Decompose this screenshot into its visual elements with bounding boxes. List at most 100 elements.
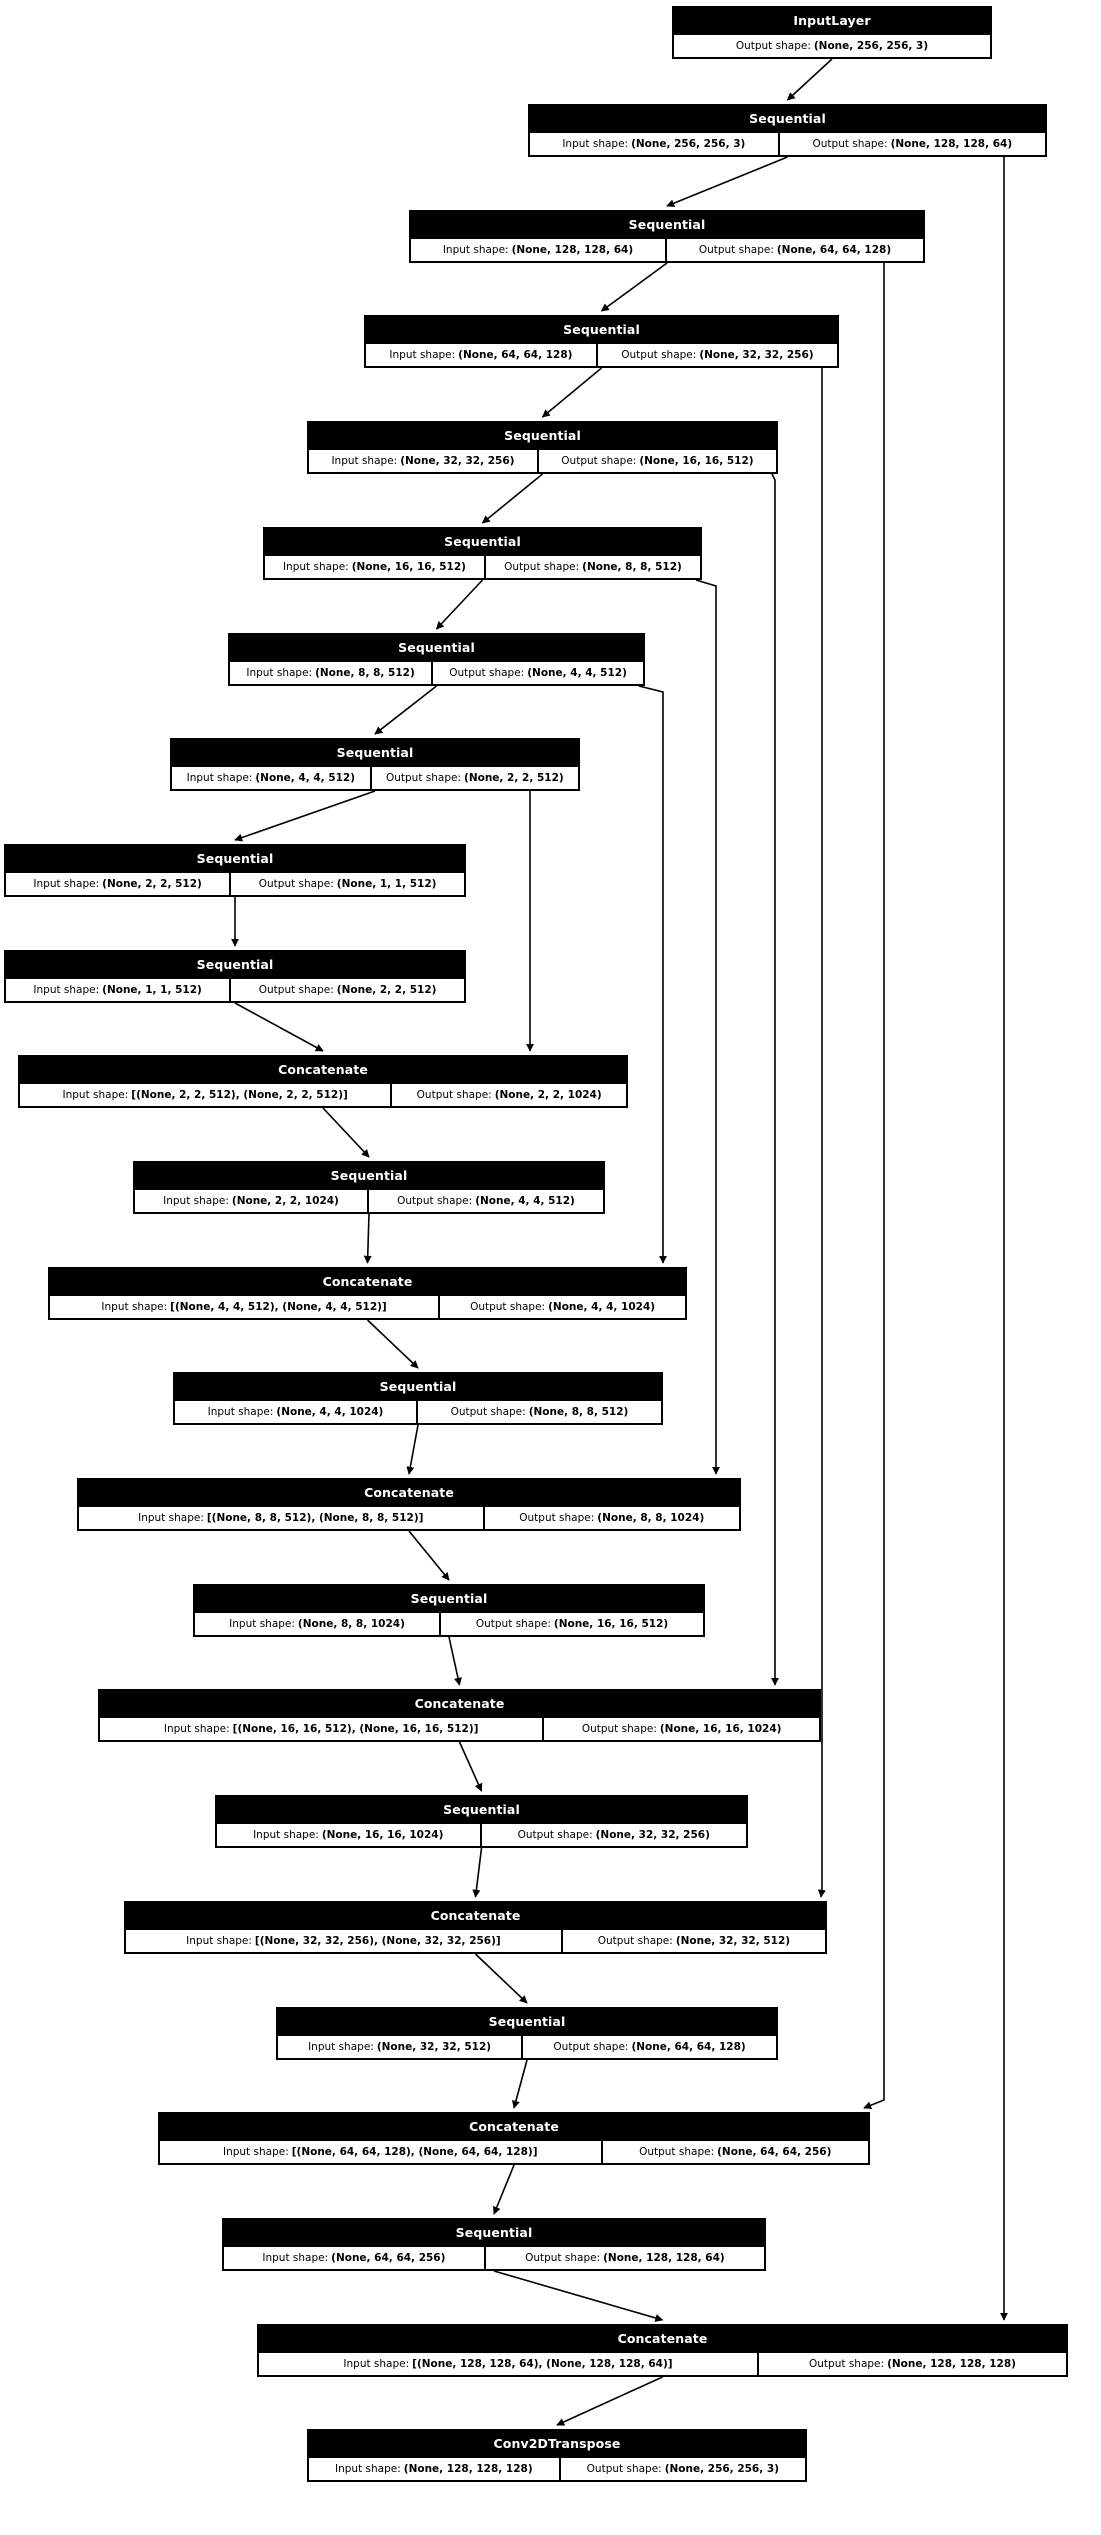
node-type-label: Concatenate — [79, 1480, 739, 1505]
node-input-shape-cell: Input shape:[(None, 16, 16, 512), (None,… — [100, 1716, 545, 1740]
node-type-label: Sequential — [265, 529, 700, 554]
output-shape-value: (None, 32, 32, 256) — [699, 349, 814, 361]
node-type-label: Concatenate — [259, 2326, 1066, 2351]
node-type-label: Sequential — [530, 106, 1045, 131]
input-shape-label: Input shape: — [163, 1195, 229, 1207]
edge-seq_up_4-to-concat_4 — [448, 1636, 462, 1686]
node-output-shape-cell: Output shape:(None, 64, 64, 256) — [602, 2139, 868, 2163]
node-shape-row: Input shape:(None, 16, 16, 512)Output sh… — [265, 554, 700, 578]
output-shape-label: Output shape: — [450, 1406, 526, 1418]
edge-concat_1-to-seq_up_2 — [322, 1107, 370, 1158]
output-shape-value: (None, 128, 128, 64) — [603, 2252, 725, 2264]
node-type-label: Sequential — [6, 952, 464, 977]
edge-seq_up_7-to-concat_7 — [493, 2270, 664, 2322]
input-shape-value: [(None, 8, 8, 512), (None, 8, 8, 512)] — [206, 1512, 424, 1524]
edge-seq_down_4-to-concat_4 — [771, 473, 779, 1686]
output-shape-value: (None, 1, 1, 512) — [336, 878, 437, 890]
input-shape-value: (None, 16, 16, 1024) — [321, 1829, 444, 1841]
input-shape-label: Input shape: — [442, 244, 509, 256]
output-shape-label: Output shape: — [639, 2146, 715, 2158]
output-shape-label: Output shape: — [553, 2041, 629, 2053]
output-shape-value: (None, 32, 32, 256) — [595, 1829, 710, 1841]
output-shape-value: (None, 8, 8, 512) — [582, 561, 682, 573]
edge-concat_5-to-seq_up_6 — [474, 1953, 528, 2004]
input-shape-label: Input shape: — [343, 2358, 410, 2370]
node-shape-row: Input shape:[(None, 8, 8, 512), (None, 8… — [79, 1505, 739, 1529]
output-shape-value: (None, 128, 128, 64) — [890, 138, 1013, 150]
node-shape-row: Input shape:[(None, 32, 32, 256), (None,… — [126, 1928, 825, 1952]
node-type-label: Concatenate — [100, 1691, 819, 1716]
node-type-label: InputLayer — [674, 8, 990, 33]
input-shape-value: [(None, 64, 64, 128), (None, 64, 64, 128… — [291, 2146, 538, 2158]
node-shape-row: Input shape:(None, 128, 128, 128)Output … — [309, 2456, 805, 2480]
output-shape-label: Output shape: — [812, 138, 888, 150]
node-input-shape-cell: Input shape:(None, 128, 128, 64) — [411, 237, 667, 261]
output-shape-value: (None, 4, 4, 1024) — [548, 1301, 656, 1313]
output-shape-label: Output shape: — [470, 1301, 546, 1313]
edge-concat_4-to-seq_up_5 — [458, 1741, 483, 1792]
node-input-shape-cell: Input shape:[(None, 32, 32, 256), (None,… — [126, 1928, 563, 1952]
output-shape-value: (None, 16, 16, 512) — [553, 1618, 669, 1630]
input-shape-value: (None, 32, 32, 512) — [376, 2041, 492, 2053]
node-input-shape-cell: Input shape:(None, 256, 256, 3) — [530, 131, 780, 155]
edge-seq_up_2-to-concat_2 — [363, 1213, 372, 1264]
input-shape-value: (None, 16, 16, 512) — [351, 561, 466, 573]
edge-seq_down_1-to-seq_down_2 — [666, 156, 788, 207]
input-shape-value: [(None, 2, 2, 512), (None, 2, 2, 512)] — [131, 1089, 348, 1101]
node-output-shape-cell: Output shape:(None, 16, 16, 1024) — [544, 1716, 819, 1740]
edge-seq_down_2-to-seq_down_3 — [600, 262, 668, 312]
output-shape-label: Output shape: — [449, 667, 525, 679]
node-output-shape-cell: Output shape:(None, 2, 2, 512) — [231, 977, 464, 1001]
node-input-shape-cell: Input shape:(None, 64, 64, 256) — [224, 2245, 486, 2269]
input-shape-value: (None, 4, 4, 1024) — [276, 1406, 384, 1418]
output-shape-value: (None, 4, 4, 512) — [527, 667, 627, 679]
input-shape-label: Input shape: — [282, 561, 349, 573]
output-shape-label: Output shape: — [475, 1618, 551, 1630]
input-shape-label: Input shape: — [163, 1723, 230, 1735]
output-shape-value: (None, 64, 64, 128) — [776, 244, 892, 256]
input-shape-value: (None, 2, 2, 1024) — [231, 1195, 339, 1207]
node-shape-row: Input shape:(None, 128, 128, 64)Output s… — [411, 237, 923, 261]
output-shape-value: (None, 64, 64, 256) — [717, 2146, 832, 2158]
node-input-shape-cell: Input shape:(None, 4, 4, 1024) — [175, 1399, 418, 1423]
edge-concat_3-to-seq_up_4 — [408, 1530, 450, 1581]
node-input-shape-cell: Input shape:(None, 128, 128, 128) — [309, 2456, 561, 2480]
node-output-shape-cell: Output shape:(None, 4, 4, 512) — [433, 660, 643, 684]
node-output-shape-cell: Output shape:(None, 64, 64, 128) — [667, 237, 923, 261]
node-output-shape-cell: Output shape:(None, 128, 128, 128) — [758, 2351, 1066, 2375]
edge-seq_down_6-to-concat_2 — [638, 685, 667, 1264]
output-shape-label: Output shape: — [561, 455, 637, 467]
input-shape-label: Input shape: — [262, 2252, 329, 2264]
edge-seq_down_4-to-seq_down_5 — [481, 473, 544, 524]
output-shape-value: (None, 256, 256, 3) — [813, 40, 929, 52]
edge-concat_6-to-seq_up_7 — [493, 2164, 515, 2215]
node-output-shape-cell: Output shape:(None, 4, 4, 1024) — [440, 1294, 685, 1318]
node-shape-row: Output shape:(None, 256, 256, 3) — [674, 33, 990, 57]
node-shape-row: Input shape:(None, 1, 1, 512)Output shap… — [6, 977, 464, 1001]
input-shape-value: (None, 128, 128, 128) — [403, 2463, 533, 2475]
